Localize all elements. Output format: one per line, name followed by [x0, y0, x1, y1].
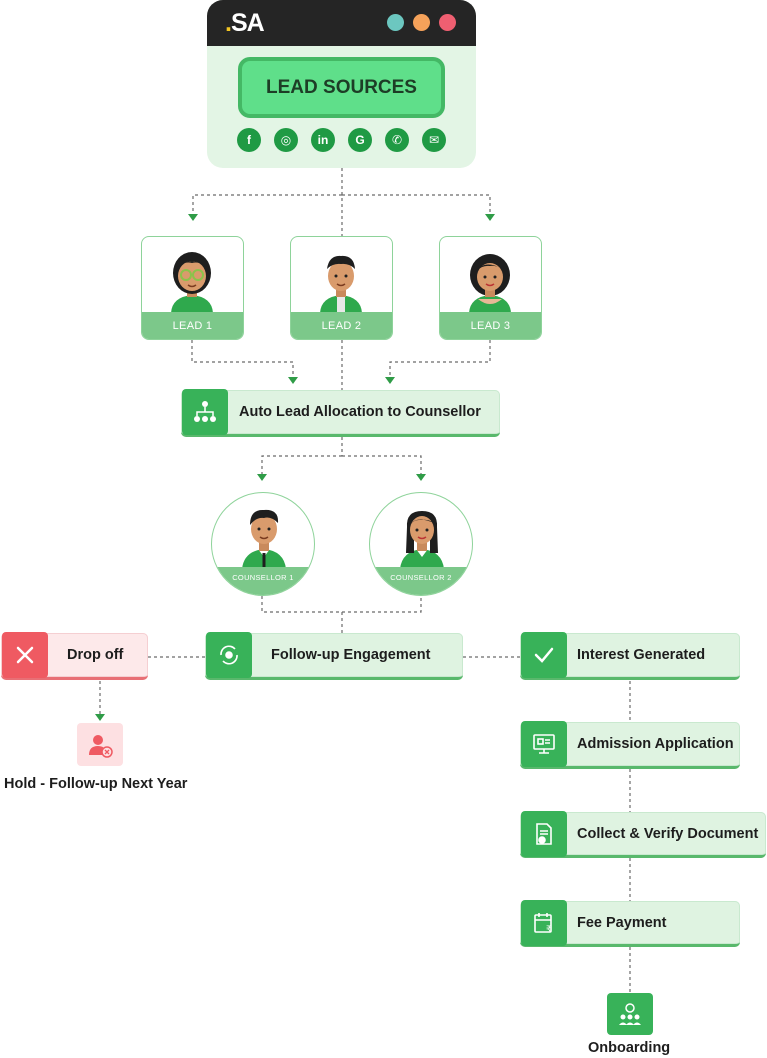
lead-sources-title: LEAD SOURCES — [238, 57, 445, 118]
fee-payment-label: Fee Payment — [577, 914, 667, 931]
collect-verify-label: Collect & Verify Document — [577, 825, 759, 842]
check-icon — [521, 632, 567, 678]
logo-dot: . — [225, 9, 232, 37]
step-interest-generated: Interest Generated — [520, 632, 740, 680]
window-dot-teal[interactable] — [387, 14, 404, 31]
counsellor-2-avatar-icon — [400, 511, 444, 569]
window-dot-pink[interactable] — [439, 14, 456, 31]
instagram-icon: ◎ — [274, 128, 298, 152]
user-blocked-icon — [77, 723, 123, 766]
lead-3-avatar-icon — [469, 254, 511, 313]
admission-application-label: Admission Application — [577, 736, 734, 752]
counsellor-2-label: COUNSELLOR 2 — [370, 567, 472, 595]
email-icon: ✉ — [422, 128, 446, 152]
followup-label: Follow-up Engagement — [271, 647, 431, 663]
counsellor-1-label: COUNSELLOR 1 — [212, 567, 314, 595]
google-icon: G — [348, 128, 372, 152]
lead-card-2: LEAD 2 — [290, 236, 393, 340]
hold-followup-label: Hold - Follow-up Next Year — [4, 776, 188, 792]
window-dot-orange[interactable] — [413, 14, 430, 31]
allocation-network-icon — [182, 389, 228, 435]
followup-cycle-icon — [206, 632, 252, 678]
lead-1-label: LEAD 1 — [142, 312, 243, 339]
drop-off-box: Drop off — [1, 632, 148, 680]
drop-off-label: Drop off — [67, 647, 124, 663]
close-icon — [2, 632, 48, 678]
calendar-rupee-icon: ₹ — [521, 899, 567, 946]
interest-generated-label: Interest Generated — [577, 647, 706, 663]
allocation-label: Auto Lead Allocation to Counsellor — [239, 404, 481, 420]
lead-2-label: LEAD 2 — [291, 312, 392, 339]
whatsapp-icon: ✆ — [385, 128, 409, 152]
logo-text: SA — [230, 9, 265, 37]
facebook-icon: f — [237, 128, 261, 152]
counsellor-1-avatar-icon — [242, 509, 286, 569]
source-icons: f ◎ in G ✆ ✉ — [237, 128, 446, 152]
lead-3-label: LEAD 3 — [440, 312, 541, 339]
window-controls — [387, 14, 456, 31]
onboarding-team-icon — [607, 993, 653, 1035]
step-collect-verify-document: Collect & Verify Document — [520, 810, 766, 858]
lead-card-3: LEAD 3 — [439, 236, 542, 340]
onboarding-label: Onboarding — [588, 1040, 671, 1056]
lead-sources-window: .SA LEAD SOURCES f ◎ in G ✆ ✉ — [207, 0, 476, 168]
followup-engagement-box: Follow-up Engagement — [205, 632, 463, 680]
lead-card-1: LEAD 1 — [141, 236, 244, 340]
svg-text:₹: ₹ — [546, 925, 552, 935]
lead-1-avatar-icon — [171, 252, 213, 313]
step-fee-payment: ₹ Fee Payment — [520, 899, 740, 947]
application-monitor-icon — [521, 721, 567, 767]
sa-logo: .SA — [225, 9, 265, 38]
lead-2-avatar-icon — [320, 255, 362, 313]
counsellor-2-circle: COUNSELLOR 2 — [369, 492, 473, 596]
auto-allocation-box: Auto Lead Allocation to Counsellor — [181, 389, 500, 437]
window-titlebar: .SA — [207, 0, 476, 46]
counsellor-1-circle: COUNSELLOR 1 — [211, 492, 315, 596]
step-admission-application: Admission Application — [520, 721, 740, 769]
document-check-icon — [521, 810, 567, 857]
linkedin-icon: in — [311, 128, 335, 152]
